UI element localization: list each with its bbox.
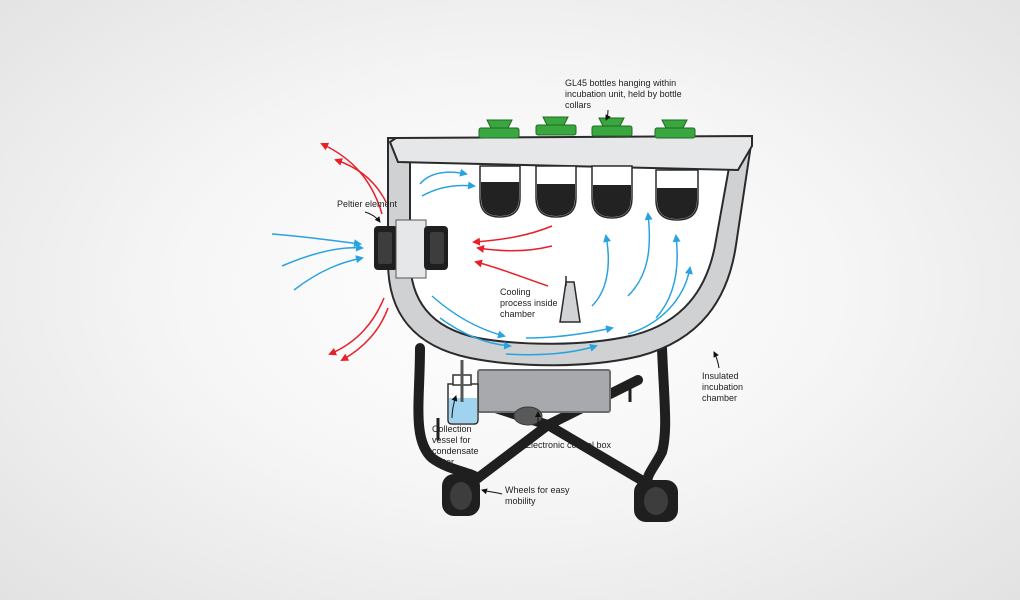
bottle-3: [591, 117, 633, 219]
collection-vessel: [447, 360, 479, 425]
bottles-label: GL45 bottles hanging within incubation u…: [565, 78, 682, 110]
collection-vessel-label: Collection vessel for condensate water: [432, 424, 479, 467]
cold-air-arrows: [271, 168, 693, 356]
peltier-element-label: Peltier element: [337, 199, 398, 209]
warm-air-arrows: [320, 142, 553, 361]
peltier-element: [374, 219, 448, 279]
control-box-label: Electronic control box: [525, 440, 612, 450]
wheel-right: [634, 480, 678, 522]
chamber-lid: [388, 134, 753, 172]
insulated-chamber-label: Insulated incubation chamber: [702, 371, 744, 403]
bottle-4: [654, 119, 699, 221]
wheels-label: Wheels for easy mobility: [505, 485, 570, 506]
callout-pointers: [364, 109, 720, 495]
bottle-1: [478, 119, 521, 218]
bottle-2: [535, 116, 577, 218]
cooling-fin: [559, 281, 581, 323]
electronic-control-box: [477, 369, 611, 413]
wheel-left: [442, 474, 480, 516]
cooling-process-label: Cooling process inside chamber: [500, 287, 558, 319]
